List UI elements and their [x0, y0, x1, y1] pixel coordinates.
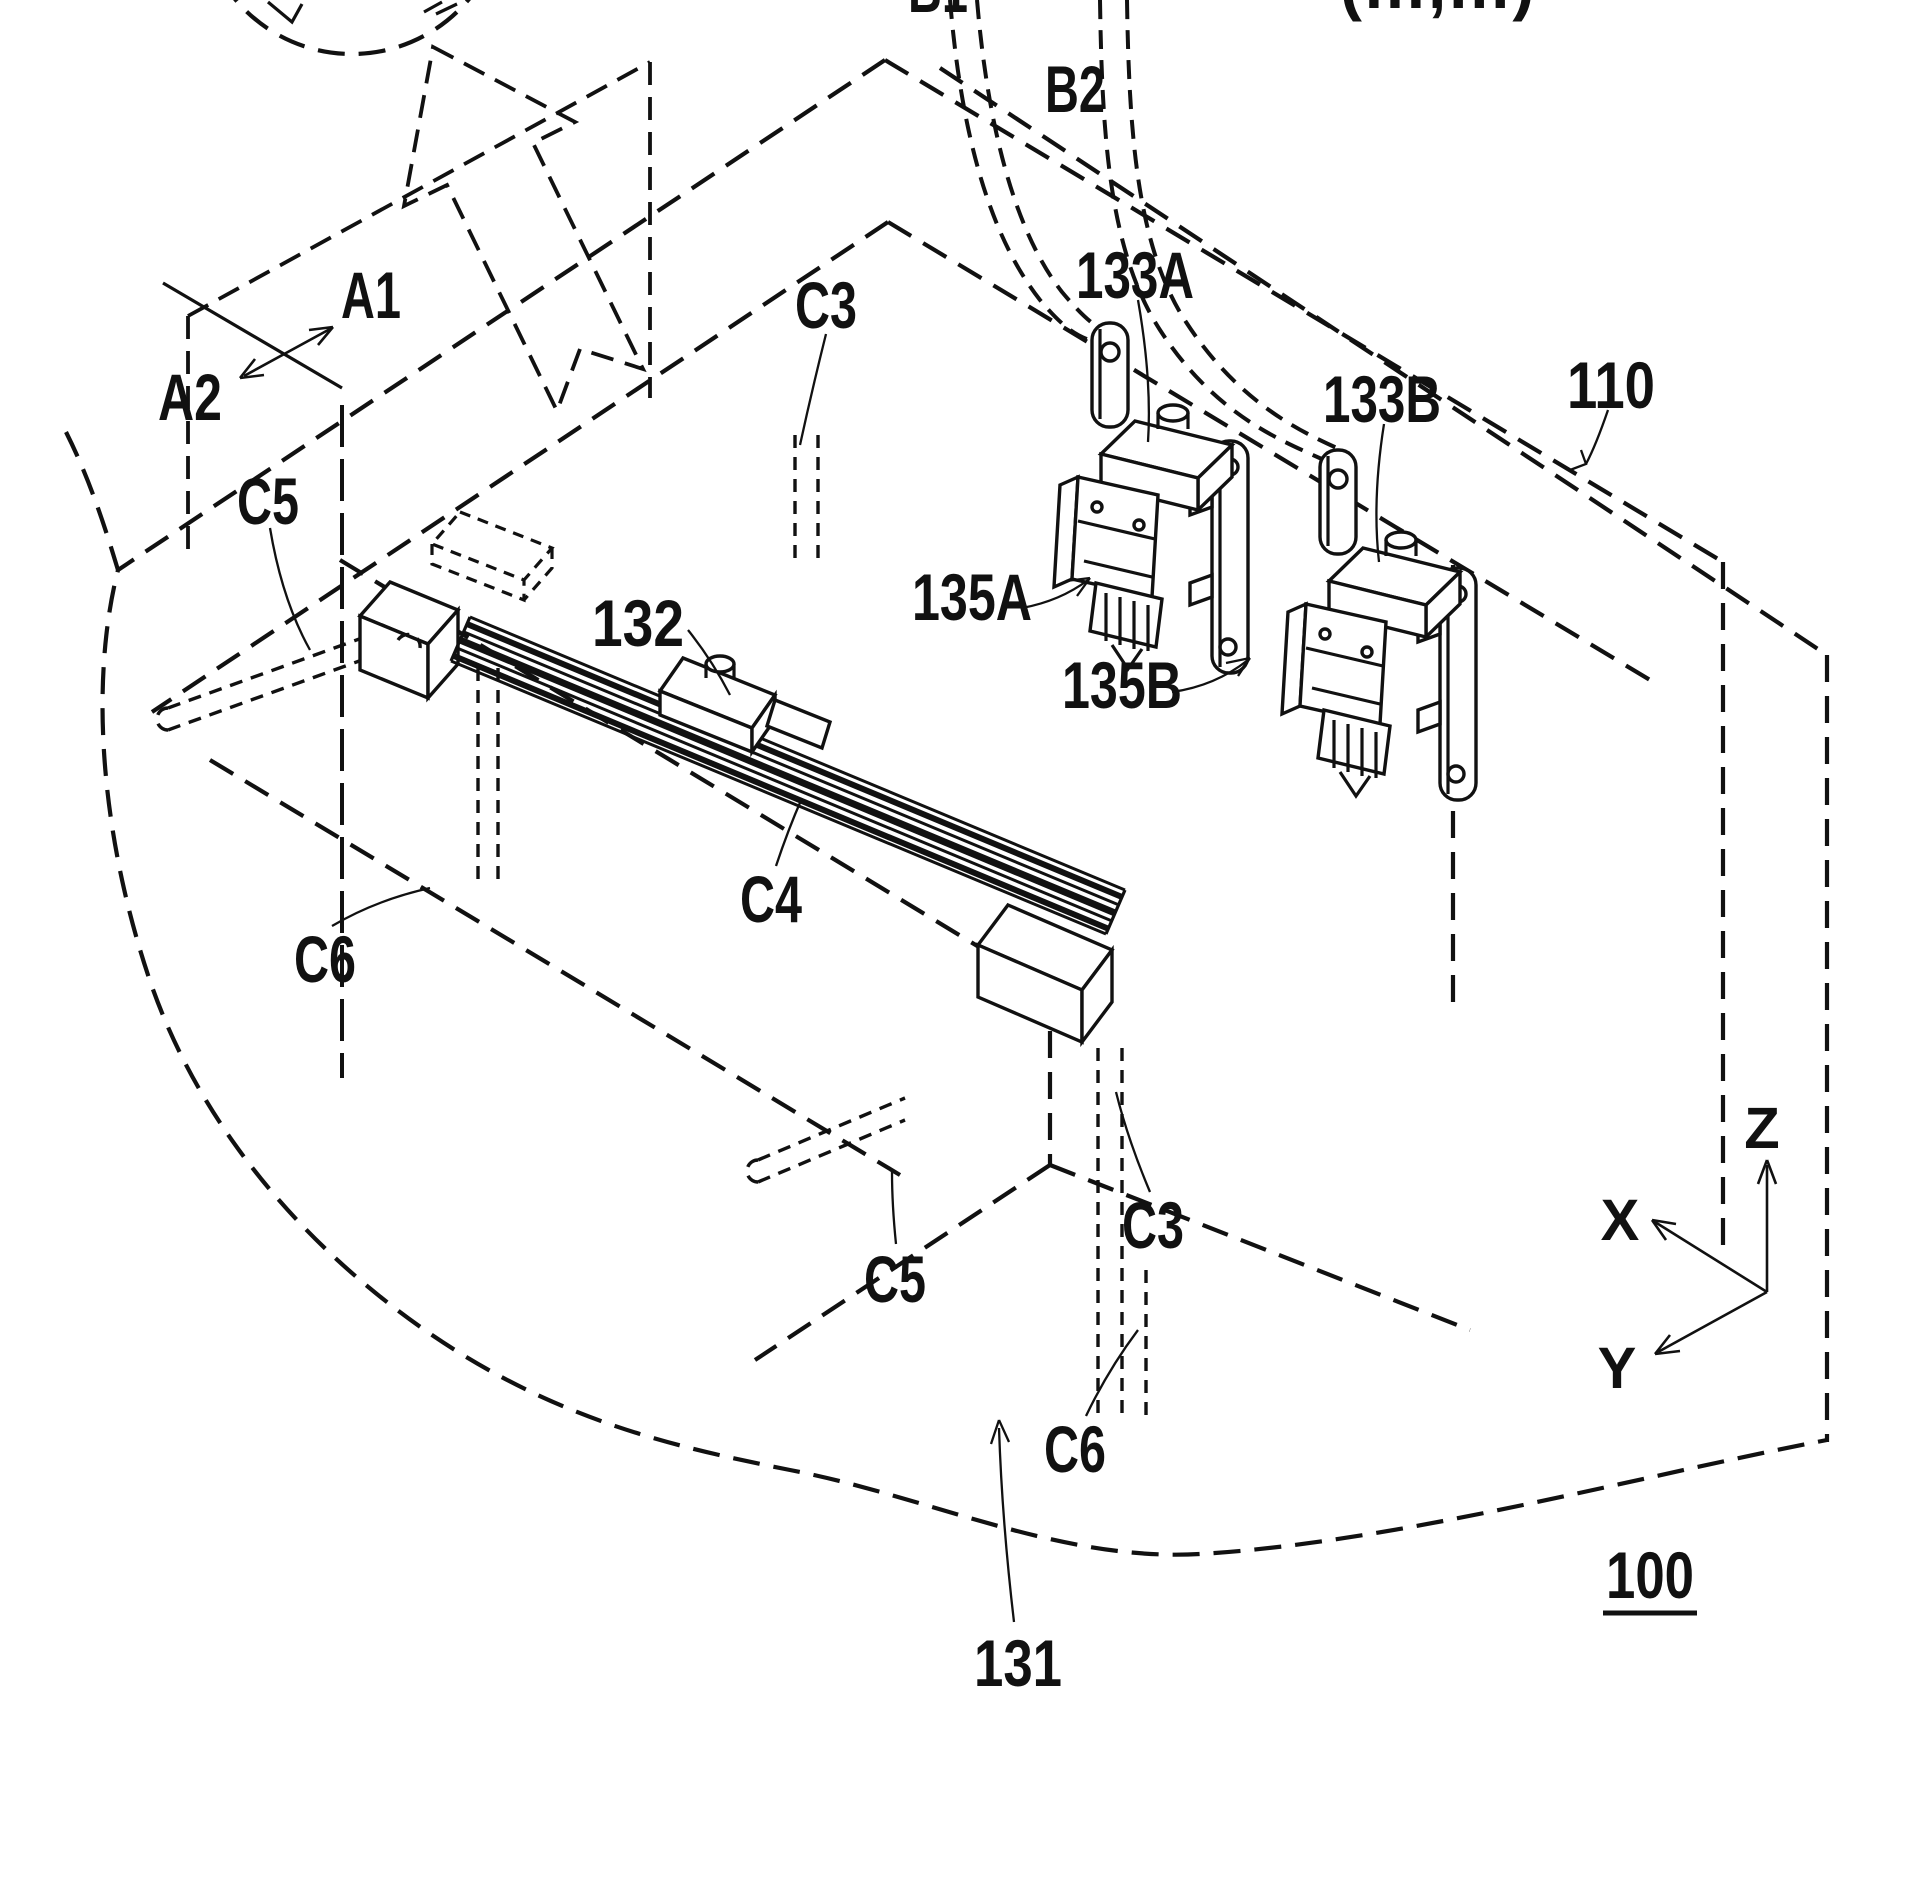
label-y-axis: Y: [1598, 1336, 1637, 1401]
a1-arrowhead: [309, 327, 333, 345]
label-110: 110: [1567, 348, 1655, 422]
x-arrowhead: [1652, 1220, 1676, 1240]
tube-b2-left: [1100, 0, 1324, 460]
label-100: 100: [1606, 1538, 1694, 1612]
callout-circle-outline: [200, 0, 504, 54]
label-b1-clipped: B1: [908, 0, 968, 26]
leader-133b: [1376, 424, 1384, 562]
label-132: 132: [592, 586, 684, 660]
label-c5-top: C5: [237, 464, 299, 538]
carriage-motor-top: [706, 656, 734, 672]
label-c4: C4: [740, 862, 802, 936]
leader-110-tick: [1570, 450, 1586, 470]
rear-bearing-block-hidden: [432, 512, 552, 600]
pin-c5-left: [157, 638, 362, 730]
housing-box: [66, 60, 1827, 1555]
label-133a: 133A: [1076, 238, 1194, 312]
leader-c4: [776, 798, 802, 866]
extruder-assembly-135a: [1054, 323, 1248, 673]
label-c6-left: C6: [294, 922, 356, 996]
tube-b2-right: [1127, 0, 1346, 452]
label-131: 131: [974, 1626, 1062, 1700]
carriage-slide-plate: [767, 700, 830, 748]
label-c5-bottom: C5: [864, 1242, 926, 1316]
label-c3-top: C3: [795, 268, 857, 342]
rear-pillar-c3-top: [795, 435, 818, 562]
label-133b: 133B: [1323, 362, 1441, 436]
left-support: [157, 582, 458, 730]
left-pillar-c6: [478, 668, 498, 888]
label-b2: B2: [1045, 52, 1105, 126]
label-135b: 135B: [1062, 648, 1182, 722]
label-a2: A2: [158, 360, 222, 434]
extruder-assembly-135b: [1282, 450, 1476, 800]
label-top-right-clipped: (…,…): [1340, 0, 1534, 22]
callout-circle: [200, 0, 504, 54]
box-bottom-right-edge: [1050, 1165, 1470, 1330]
right-support: [747, 905, 1112, 1182]
label-c6-bottom: C6: [1044, 1412, 1106, 1486]
leader-c5-bottom: [892, 1172, 896, 1244]
label-z-axis: Z: [1744, 1096, 1779, 1161]
label-135a: 135A: [912, 560, 1032, 634]
arrow-131-shaft: [999, 1428, 1014, 1622]
callout-circle-fragments: [268, 2, 457, 22]
y-axis: [1658, 1292, 1767, 1352]
arrow-131: [991, 1420, 1014, 1622]
a1-a2-arrow-shaft: [244, 329, 330, 376]
label-a1: A1: [341, 258, 401, 332]
y-arrowhead: [1655, 1335, 1680, 1354]
axis-triad: [1652, 1160, 1776, 1354]
x-axis: [1655, 1222, 1767, 1292]
label-x-axis: X: [1601, 1188, 1640, 1253]
leader-c3-top: [800, 334, 826, 445]
box-top-right-edge: [885, 60, 1723, 562]
box-top-left-edge: [118, 60, 885, 570]
leader-c6-left: [332, 888, 430, 926]
leader-c5-top: [270, 528, 310, 650]
label-c3-bottom: C3: [1122, 1188, 1184, 1262]
pin-c5-front: [747, 1098, 905, 1182]
leader-c6-bottom: [1086, 1330, 1138, 1416]
